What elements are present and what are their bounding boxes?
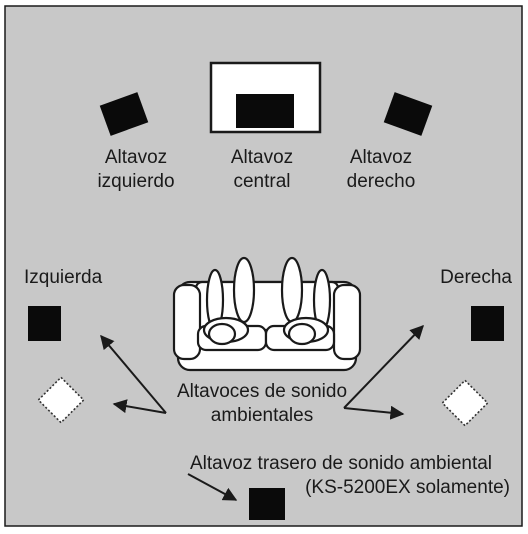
- surround-left-speaker: [37, 376, 85, 424]
- side-left-label: Izquierda: [24, 267, 103, 288]
- arrow-to-side-left: [100, 334, 167, 414]
- front-left-label-line1: Altavoz: [104, 147, 168, 168]
- rear-speaker: [249, 488, 285, 520]
- side-right-speaker: [471, 306, 504, 341]
- surround-label-line2: ambientales: [210, 405, 314, 426]
- front-right-speaker: [383, 92, 433, 136]
- arrow-to-rear: [187, 473, 238, 501]
- front-center-label-line1: Altavoz: [230, 147, 294, 168]
- rear-label-line1: Altavoz trasero de sonido ambiental: [189, 453, 493, 474]
- center-speaker: [236, 94, 294, 128]
- arrow-to-surround-left: [112, 399, 167, 414]
- side-left-speaker: [28, 306, 61, 341]
- arrow-to-side-right: [343, 324, 424, 409]
- rear-label-line2: (KS-5200EX solamente): [305, 477, 510, 498]
- surround-label-line1: Altavoces de sonido: [176, 381, 348, 402]
- front-right-label-line1: Altavoz: [349, 147, 413, 168]
- surround-arrows: [100, 324, 424, 501]
- arrow-to-surround-right: [343, 405, 405, 420]
- front-right-label-line2: derecho: [346, 171, 416, 192]
- sofa-with-listeners: [172, 256, 362, 372]
- surround-right-speaker: [441, 379, 489, 427]
- side-right-label: Derecha: [440, 267, 512, 288]
- front-center-label-line2: central: [233, 171, 291, 192]
- front-left-label-line2: izquierdo: [97, 171, 175, 192]
- front-left-speaker: [99, 92, 149, 136]
